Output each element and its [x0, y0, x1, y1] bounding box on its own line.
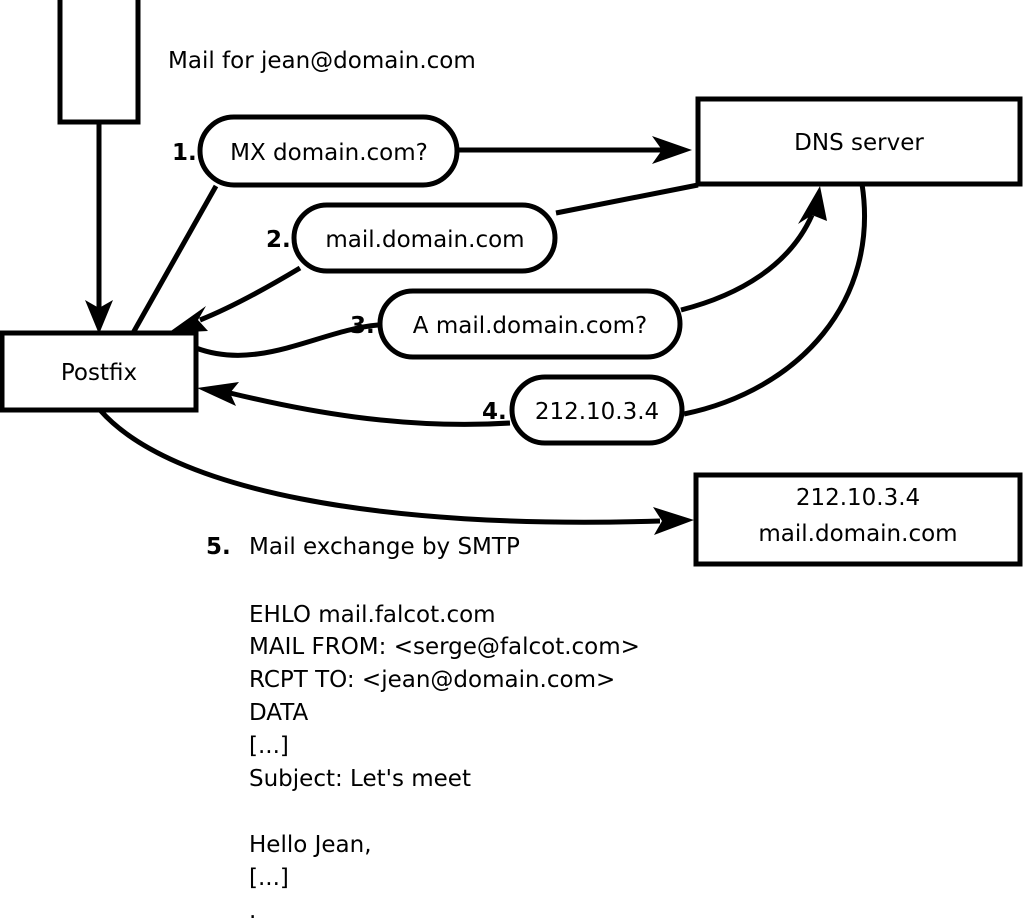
connector-dns-to-step4 — [683, 183, 867, 417]
arrowhead-postfix-to-mailserver — [653, 507, 694, 535]
step-2-label: mail.domain.com — [325, 227, 524, 253]
dns-server-box — [695, 96, 1023, 187]
smtp-line-10: . — [249, 898, 256, 919]
step-1-callout — [197, 114, 460, 188]
step-1-number: 1. — [172, 140, 197, 166]
mail-server-host-label: mail.domain.com — [758, 521, 957, 547]
smtp-line-4: DATA — [249, 700, 309, 726]
step-4-callout — [509, 374, 685, 446]
connector-step1-to-postfix — [130, 184, 219, 335]
step-1-label: MX domain.com? — [230, 140, 428, 166]
step-3-number: 3. — [350, 313, 375, 339]
connector-step3-to-dns — [680, 213, 815, 313]
mail-server-box — [693, 472, 1023, 567]
step-3-label: A mail.domain.com? — [413, 313, 647, 339]
postfix-label: Postfix — [61, 360, 137, 386]
arrowhead-sender-to-postfix — [85, 300, 113, 334]
smtp-line-9: [...] — [249, 865, 289, 891]
arrowhead-step4-to-postfix — [197, 382, 239, 406]
step-5-label: Mail exchange by SMTP — [249, 534, 520, 560]
smtp-line-8: Hello Jean, — [249, 832, 372, 858]
step-2-number: 2. — [266, 227, 291, 253]
connector-step2-to-postfix — [199, 265, 302, 323]
connector-dns-to-step2 — [555, 182, 699, 216]
smtp-line-6: Subject: Let's meet — [249, 766, 471, 792]
arrowhead-step2-to-postfix — [168, 306, 208, 333]
step-4-number: 4. — [482, 399, 507, 425]
step-2-callout — [291, 202, 558, 274]
dns-server-label: DNS server — [794, 130, 924, 156]
mail-for-label: Mail for jean@domain.com — [168, 48, 476, 74]
connector-postfix-to-step3 — [195, 322, 379, 358]
step-4-label: 212.10.3.4 — [535, 399, 659, 425]
postfix-box — [0, 330, 199, 413]
sender-box — [57, 0, 141, 125]
mail-server-ip-label: 212.10.3.4 — [796, 485, 920, 511]
connector-postfix-to-mailserver — [98, 408, 661, 525]
smtp-line-5: [...] — [249, 733, 289, 759]
smtp-line-3: RCPT TO: <jean@domain.com> — [249, 667, 615, 693]
step-3-callout — [377, 288, 683, 360]
smtp-line-2: MAIL FROM: <serge@falcot.com> — [249, 634, 640, 660]
arrowhead-step3-to-dns — [798, 186, 827, 224]
arrowhead-step1-to-dns — [652, 136, 692, 164]
smtp-line-1: EHLO mail.falcot.com — [249, 602, 496, 628]
connector-step4-to-postfix — [229, 390, 511, 427]
step-5-number: 5. — [206, 534, 231, 560]
